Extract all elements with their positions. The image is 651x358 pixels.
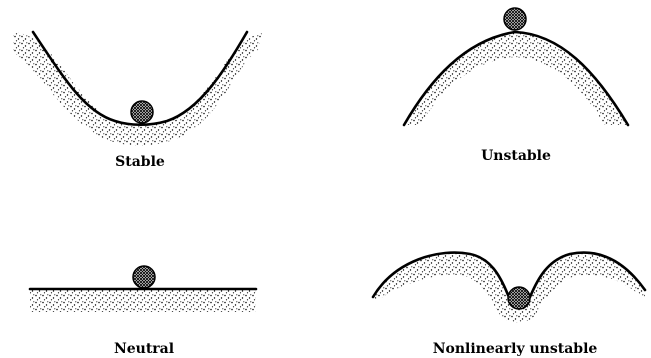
panel-nonlinear: Nonlinearly unstable: [373, 253, 645, 357]
ball-icon: [133, 266, 155, 288]
neutral-stipple: [30, 289, 256, 312]
panel-neutral: Neutral: [30, 266, 256, 357]
ball-icon: [131, 101, 153, 123]
label-nonlinearly-unstable: Nonlinearly unstable: [433, 341, 598, 357]
panel-stable: Stable: [13, 32, 262, 170]
nonlinear-stipple: [373, 253, 645, 323]
label-stable: Stable: [115, 154, 165, 170]
stable-stipple: [13, 32, 262, 146]
ball-icon: [508, 287, 530, 309]
label-neutral: Neutral: [114, 341, 174, 357]
panel-unstable: Unstable: [404, 8, 628, 164]
ball-icon: [504, 8, 526, 30]
label-unstable: Unstable: [481, 148, 551, 164]
